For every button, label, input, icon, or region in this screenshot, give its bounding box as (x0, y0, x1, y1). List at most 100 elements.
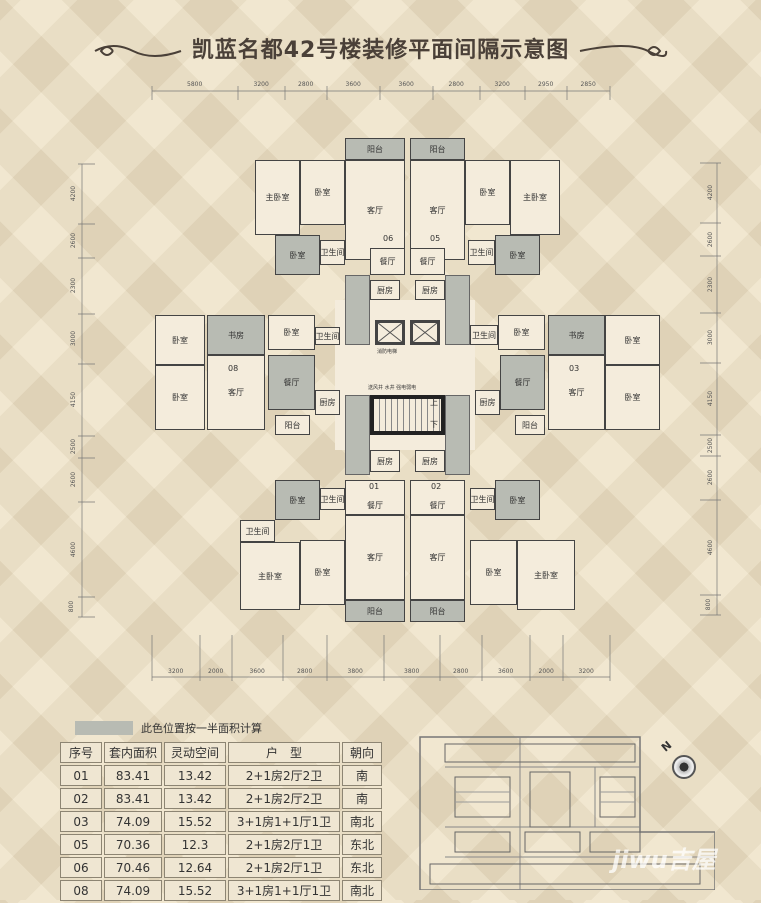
header-cell: 套内面积 (104, 742, 162, 763)
dimension-label: 2800 (453, 668, 469, 675)
dimension-label: 2300 (70, 277, 78, 294)
room: 阳台 (345, 600, 405, 622)
half-area-corridor (345, 275, 370, 345)
unit-number: 05 (430, 234, 441, 243)
room: 客厅 (207, 355, 265, 430)
room: 书房 (207, 315, 265, 355)
title-text: 凯蓝名都42号楼装修平面间隔示意图 (191, 38, 570, 63)
table-cell: 08 (60, 880, 102, 901)
table-cell: 南 (342, 788, 382, 809)
room: 餐厅 (268, 355, 315, 410)
table-cell: 南北 (342, 811, 382, 832)
room: 客厅 (345, 515, 405, 600)
table-cell: 15.52 (164, 811, 226, 832)
dimension-label: 2800 (297, 668, 313, 675)
dimension-label: 800 (705, 598, 713, 611)
dimension-label: 3000 (707, 329, 715, 346)
dimension-label: 2300 (707, 276, 715, 292)
unit-number: 01 (369, 482, 380, 491)
room: 卧室 (498, 315, 545, 350)
table-cell: 83.41 (104, 765, 162, 786)
room: 卧室 (465, 160, 510, 225)
room: 客厅 (345, 160, 405, 260)
dimension-label: 800 (68, 600, 76, 613)
table-cell: 3+1房1+1厅1卫 (228, 880, 340, 901)
room: 卧室 (605, 365, 660, 430)
flourish-left-icon (94, 45, 182, 57)
dimension-label: 3200 (168, 668, 184, 675)
table-cell: 南北 (342, 880, 382, 901)
dimension-label: 2950 (538, 81, 554, 88)
table-cell: 2+1房2厅2卫 (228, 765, 340, 786)
dimension-label: 3200 (494, 81, 510, 88)
flourish-right-icon (579, 45, 668, 57)
room: 厨房 (370, 280, 400, 300)
room: 主卧室 (510, 160, 560, 235)
room: 卧室 (495, 235, 540, 275)
dimension-label: 3200 (253, 81, 269, 88)
staircase (370, 395, 445, 435)
dimension-label: 2800 (298, 81, 314, 88)
dimension-label: 2800 (448, 81, 464, 88)
room: 餐厅 (370, 248, 405, 275)
unit-number: 02 (431, 482, 442, 491)
dimension-label: 2600 (70, 471, 78, 488)
elevator-label: 消防电梯 (377, 349, 398, 355)
table-cell: 东北 (342, 834, 382, 855)
room: 主卧室 (255, 160, 300, 235)
room: 厨房 (315, 390, 340, 415)
table-header: 序号 套内面积 灵动空间 户 型 朝向 (60, 742, 382, 763)
room: 餐厅 (500, 355, 545, 410)
table-cell: 12.3 (164, 834, 226, 855)
dimension-label: 5800 (187, 81, 203, 88)
header-cell: 朝向 (342, 742, 382, 763)
header-cell: 户 型 (228, 742, 340, 763)
dimension-label: 3600 (498, 668, 514, 675)
room: 客厅 (548, 355, 605, 430)
room: 卧室 (470, 540, 517, 605)
room: 厨房 (370, 450, 400, 472)
dimension-label: 3800 (404, 668, 420, 675)
dimension-label: 2000 (538, 668, 554, 675)
dimension-label: 2600 (70, 232, 78, 249)
room: 书房 (548, 315, 605, 355)
stair-up-label: 上 (430, 398, 438, 407)
table-cell: 15.52 (164, 880, 226, 901)
compass-north-label: N (658, 738, 675, 755)
room: 卫生间 (320, 488, 345, 510)
dimension-label: 4600 (707, 539, 715, 555)
table-cell: 01 (60, 765, 102, 786)
dimension-label: 4200 (707, 184, 715, 201)
room: 阳台 (515, 415, 545, 435)
stair-down-label: 下 (430, 420, 438, 429)
room: 阳台 (275, 415, 310, 435)
room: 卧室 (275, 480, 320, 520)
room: 阳台 (410, 600, 465, 622)
half-area-corridor (345, 395, 370, 475)
table-cell: 南 (342, 765, 382, 786)
dimension-label: 3800 (347, 668, 363, 675)
table-cell: 74.09 (104, 880, 162, 901)
dimension-label: 3200 (578, 668, 594, 675)
room: 卫生间 (240, 520, 275, 542)
table-cell: 3+1房1+1厅1卫 (228, 811, 340, 832)
page-title: 凯蓝名都42号楼装修平面间隔示意图 (0, 32, 761, 64)
room: 卧室 (495, 480, 540, 520)
legend: 此色位置按一半面积计算 (75, 720, 262, 736)
table-cell: 东北 (342, 857, 382, 878)
half-area-corridor (445, 395, 470, 475)
room: 卧室 (605, 315, 660, 365)
room: 餐厅 (410, 480, 465, 515)
table-cell: 13.42 (164, 765, 226, 786)
dimension-label: 4150 (70, 391, 78, 408)
table-cell: 2+1房2厅1卫 (228, 834, 340, 855)
dimension-label: 3600 (398, 81, 414, 88)
room: 卧室 (300, 540, 345, 605)
half-area-corridor (445, 275, 470, 345)
dimension-label: 2000 (208, 668, 224, 675)
